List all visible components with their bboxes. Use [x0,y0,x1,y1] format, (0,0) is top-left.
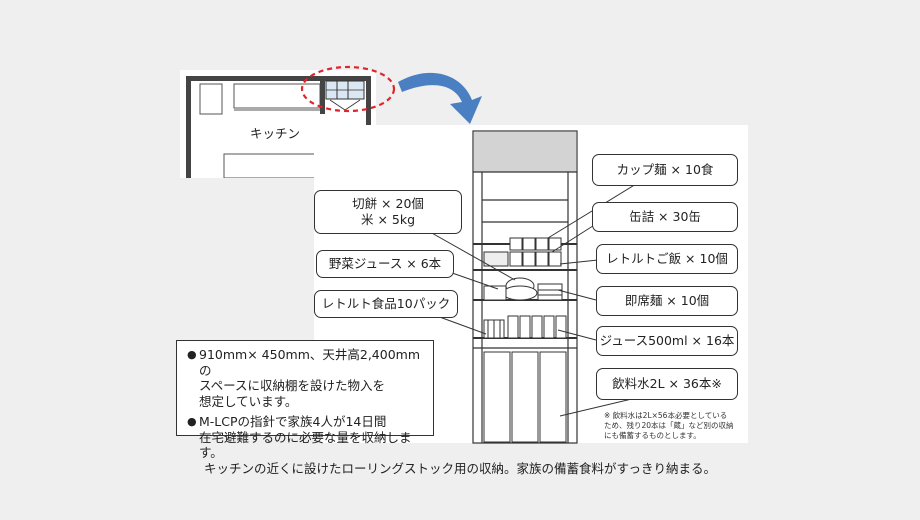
note-line: 想定しています。 [199,393,298,409]
kitchen-floor-plan [180,70,376,178]
water-footnote: ※ 飲料水は2L×56本必要としている ため、残り20本は「蔵」など別の収納 に… [604,411,748,441]
note-line: スペースに収納棚を設けた物入を [199,378,386,393]
callout-water: 飲料水2L × 36本※ [596,368,738,400]
rice-and-retort-items [483,277,563,301]
direction-arrow [398,72,482,124]
bullet-icon: ● [187,415,197,428]
figure-caption: キッチンの近くに設けたローリングストック用の収納。家族の備蓄食料がすっきり納まる… [203,461,716,476]
bullet-icon: ● [187,348,197,361]
water-cases [483,351,567,443]
callout-mochi-rice: 切餅 × 20個 米 × 5kg [314,190,462,234]
floor-plan-drawing [180,70,376,178]
callout-canned: 缶詰 × 30缶 [592,202,738,232]
notes-box: ● 910mm× 450mm、天井高2,400mmの スペースに収納棚を設けた物… [176,340,434,460]
cans-stack [483,237,562,267]
callout-cup-noodles: カップ麺 × 10食 [592,154,738,186]
callout-juice: ジュース500ml × 16本 [596,326,738,356]
juice-bottles [483,315,567,339]
note-line: 在宅避難するのに必要な量を収納します。 [199,429,412,461]
note-line: 910mm× 450mm、天井高2,400mmの [199,347,421,378]
callout-rice: 米 × 5kg [360,212,416,227]
callout-instant-noodles: 即席麺 × 10個 [596,286,738,316]
note-line: M-LCPの指針で家族4人が14日間 [199,414,387,429]
footnote-line: ため、残り20本は「蔵」など別の収納 [604,421,734,430]
callout-mochi: 切餅 × 20個 [352,196,424,211]
callout-retort-food: レトルト食品10パック [314,290,458,318]
footnote-line: ※ 飲料水は2L×56本必要としている [604,411,728,420]
kitchen-room-label: キッチン [250,126,301,141]
note-item: ● 910mm× 450mm、天井高2,400mmの スペースに収納棚を設けた物… [187,347,425,409]
callout-vegetable-juice: 野菜ジュース × 6本 [316,250,454,278]
footnote-line: にも備蓄するものとします。 [604,431,701,440]
note-item: ● M-LCPの指針で家族4人が14日間 在宅避難するのに必要な量を収納します。 [187,414,425,461]
storage-highlight-ring [300,65,396,113]
callout-retort-rice: レトルトご飯 × 10個 [596,244,738,274]
